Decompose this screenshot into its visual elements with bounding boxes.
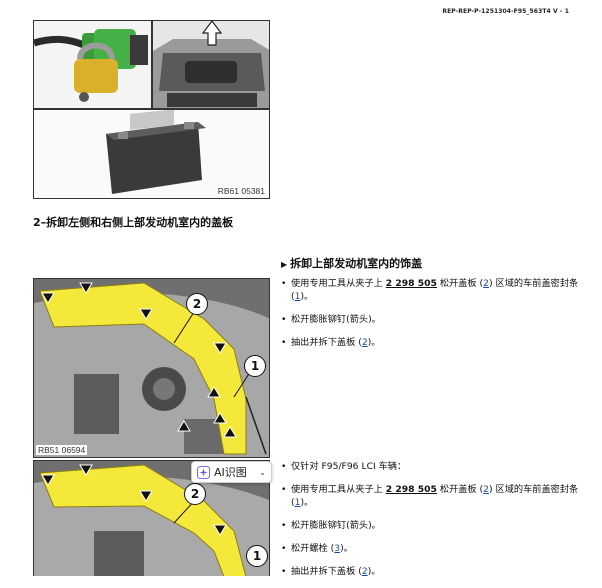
section-title: ▶拆卸上部发动机室内的饰盖 (281, 255, 422, 271)
instruction-list: 使用专用工具从夹子上 2 298 505 松开盖板 (2) 区域的车前盖密封条 … (281, 277, 581, 359)
instruction-list-lci: 仅针对 F95/F96 LCI 车辆： 使用专用工具从夹子上 2 298 505… (281, 460, 581, 588)
section-marker-icon: ▶ (281, 260, 288, 269)
figure-cover-panel: 2 1 RB51 06594 (33, 278, 270, 458)
callout-2: 2 (184, 483, 206, 505)
figure-battery-terminal (33, 20, 152, 109)
part-number-link[interactable]: 2 298 505 (385, 484, 437, 495)
ai-sparkle-icon (197, 465, 210, 479)
figure-battery: RB61 05381 (33, 109, 270, 199)
list-item: 松开膨胀铆钉(箭头)。 (281, 519, 581, 532)
list-item: 抽出并拆下盖板 (2)。 (281, 336, 581, 349)
list-item: 仅针对 F95/F96 LCI 车辆： (281, 460, 581, 473)
list-item: 使用专用工具从夹子上 2 298 505 松开盖板 (2) 区域的车前盖密封条 … (281, 277, 581, 303)
document-reference: REP-REP-P-1251304-F95_563T4 V - 1 (442, 8, 569, 15)
figure-code: RB51 06594 (36, 445, 88, 455)
callout-1: 1 (246, 545, 268, 567)
figure-code: RB61 05381 (215, 186, 267, 196)
callout-link[interactable]: 1 (294, 291, 301, 302)
callout-link[interactable]: 2 (483, 278, 489, 289)
ai-button-label: AI识图 (214, 466, 247, 479)
list-item: 使用专用工具从夹子上 2 298 505 松开盖板 (2) 区域的车前盖密封条 … (281, 483, 581, 509)
list-item: 松开膨胀铆钉(箭头)。 (281, 313, 581, 326)
callout-link[interactable]: 2 (361, 337, 368, 348)
callout-link[interactable]: 1 (294, 497, 301, 508)
list-item: 松开螺栓 (3)。 (281, 542, 581, 555)
ai-image-recognition-button[interactable]: AI识图 ⌄ (191, 461, 272, 483)
callout-link[interactable]: 3 (334, 543, 341, 554)
figure-cover-panel-lci: 2 1 (33, 460, 270, 576)
callout-link[interactable]: 2 (361, 566, 368, 577)
callout-2: 2 (186, 293, 208, 315)
chevron-down-icon[interactable]: ⌄ (259, 467, 266, 477)
section-title-text: 拆卸上部发动机室内的饰盖 (290, 257, 423, 270)
callout-link[interactable]: 2 (483, 484, 489, 495)
step-heading: 2–拆卸左侧和右侧上部发动机室内的盖板 (33, 216, 234, 229)
figure-engine-bay (152, 20, 270, 109)
part-number-link[interactable]: 2 298 505 (385, 278, 437, 289)
list-item: 抽出并拆下盖板 (2)。 (281, 565, 581, 578)
callout-1: 1 (244, 355, 266, 377)
